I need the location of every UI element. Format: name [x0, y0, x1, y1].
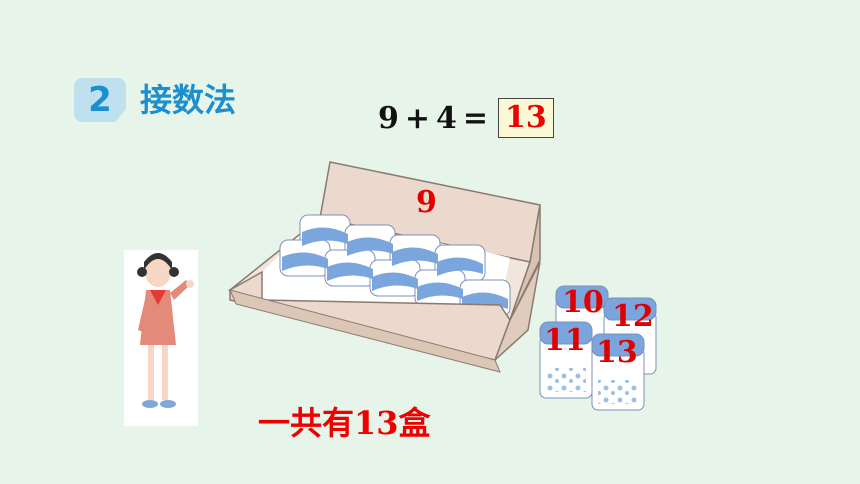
equation: 9 + 4 = 13 — [378, 98, 554, 138]
cup-label-12: 12 — [612, 299, 654, 334]
section-number: 2 — [88, 80, 112, 120]
equation-answer: 13 — [498, 98, 554, 138]
yogurt-box — [228, 161, 541, 373]
total-caption: 一共有13盒 — [258, 404, 431, 442]
cup-label-11: 11 — [544, 323, 586, 358]
equation-left-operand: 9 — [378, 100, 399, 136]
equation-equals-sign: = — [462, 100, 489, 136]
equation-plus-sign: + — [404, 100, 431, 136]
section-badge — [74, 78, 126, 122]
equation-right-operand: 4 — [436, 100, 457, 136]
yogurt-cup — [539, 321, 593, 399]
loose-yogurt-cups — [539, 285, 657, 411]
cup-label-13: 13 — [596, 335, 638, 370]
section-title: 接数法 — [140, 81, 237, 119]
box-count-label: 9 — [416, 185, 437, 220]
girl-illustration — [124, 250, 198, 426]
yogurt-cup — [591, 333, 645, 411]
cup-label-10: 10 — [562, 285, 604, 320]
